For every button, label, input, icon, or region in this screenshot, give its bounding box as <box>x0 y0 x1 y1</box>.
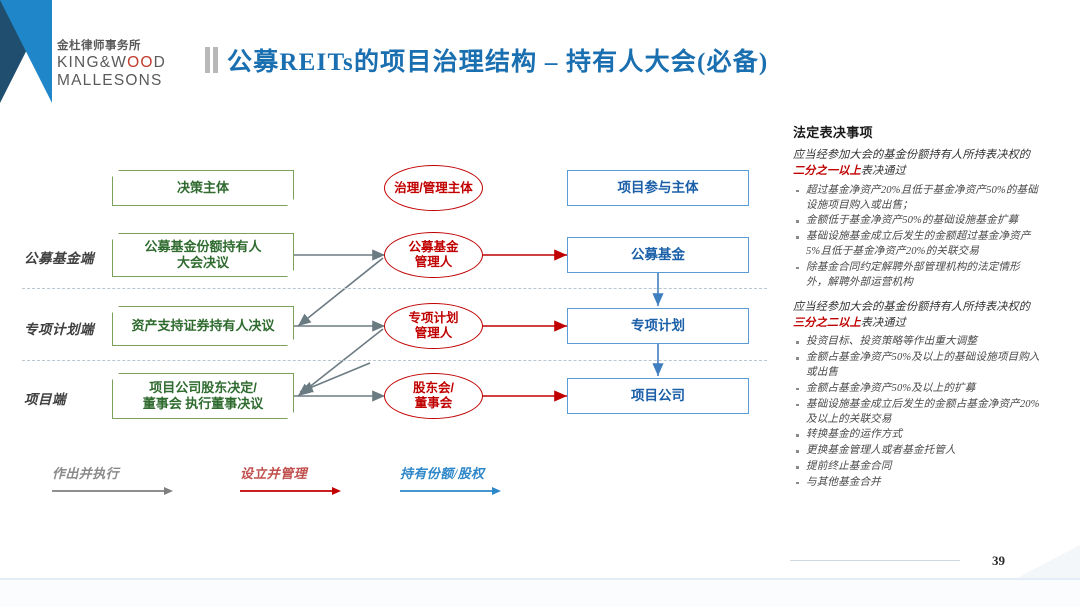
page-number-rule <box>790 560 960 561</box>
green-box-project-shareholders: 项目公司股东决定/ 董事会 执行董事决议 <box>112 373 294 419</box>
legend-label-manage: 设立并管理 <box>240 466 308 481</box>
page-title-group: 公募REITs的项目治理结构 – 持有人大会(必备) <box>205 42 768 78</box>
list-item: 基础设施基金成立后发生的金额超过基金净资产5%且低于基金净资产20%的关联交易 <box>796 230 1040 260</box>
ellipse-fund-manager: 公募基金 管理人 <box>384 232 483 278</box>
legend-arrow-red-icon <box>240 487 341 495</box>
governance-diagram: 公募基金端 专项计划端 项目端 决策主体 治理/管理主体 项目参与主体 公募基金… <box>0 120 790 540</box>
blue-box-special-plan: 专项计划 <box>567 308 749 344</box>
panel-lead-half: 应当经参加大会的基金份额持有人所持表决权的二分之一以上表决通过 <box>793 148 1040 180</box>
footer-divider <box>0 578 1080 580</box>
ellipse-plan-manager-label: 专项计划 管理人 <box>408 311 459 340</box>
list-item: 与其他基金合并 <box>796 476 1040 491</box>
blue-box-public-fund: 公募基金 <box>567 237 749 273</box>
header-decision-subject: 决策主体 <box>112 170 294 206</box>
diagram-legend: 作出并执行 设立并管理 持有份额/股权 <box>0 455 790 515</box>
green-box-abs-holders: 资产支持证券持有人决议 <box>112 306 294 346</box>
list-item: 转换基金的运作方式 <box>796 428 1040 443</box>
ellipse-fund-manager-label: 公募基金 管理人 <box>408 240 459 269</box>
list-item: 提前终止基金合同 <box>796 460 1040 475</box>
green-box-fund-holders: 公募基金份额持有人 大会决议 <box>112 233 294 277</box>
legend-arrow-gray-icon <box>52 487 173 495</box>
lead1-before: 应当经参加大会的基金份额持有人所持表决权的 <box>793 149 1031 161</box>
brand-name-en-line2: MALLESONS <box>57 72 163 90</box>
list-item: 金额占基金净资产50%及以上的扩募 <box>796 382 1040 397</box>
header-governance-label: 治理/管理主体 <box>394 180 473 195</box>
ellipse-plan-manager: 专项计划 管理人 <box>384 303 483 349</box>
title-bars-icon <box>205 47 218 73</box>
list-item: 投资目标、投资策略等作出重大调整 <box>796 335 1040 350</box>
legend-label-hold: 持有份额/股权 <box>400 466 485 481</box>
brand-en-head: KING&W <box>57 53 128 71</box>
legend-label-execute: 作出并执行 <box>52 466 120 481</box>
lead1-highlight: 二分之一以上 <box>793 164 861 177</box>
legend-item-manage: 设立并管理 <box>240 463 342 501</box>
panel-lead-twothirds: 应当经参加大会的基金份额持有人所持表决权的三分之二以上表决通过 <box>793 300 1040 332</box>
blue-box-project-company: 项目公司 <box>567 378 749 414</box>
statutory-voting-panel: 法定表决事项 应当经参加大会的基金份额持有人所持表决权的二分之一以上表决通过 超… <box>793 122 1040 500</box>
footer-band <box>0 580 1080 607</box>
legend-arrow-blue-icon <box>400 487 501 495</box>
lead1-after: 表决通过 <box>860 164 906 177</box>
legend-item-execute: 作出并执行 <box>52 463 174 501</box>
page-title: 公募REITs的项目治理结构 – 持有人大会(必备) <box>227 49 769 76</box>
lead2-after: 表决通过 <box>860 316 906 329</box>
list-item: 基础设施基金成立后发生的金额占基金净资产20%及以上的关联交易 <box>796 398 1040 428</box>
legend-item-hold: 持有份额/股权 <box>400 463 502 501</box>
list-item: 超过基金净资产20%且低于基金净资产50%的基础设施项目购入或出售； <box>796 184 1040 214</box>
ellipse-board: 股东会/ 董事会 <box>384 373 483 419</box>
header-participant-subject: 项目参与主体 <box>567 170 749 206</box>
list-item: 金额占基金净资产50%及以上的基础设施项目购入或出售 <box>796 351 1040 381</box>
triangle-light-icon <box>0 0 52 103</box>
row-label-project: 项目端 <box>24 392 66 407</box>
brand-name-en-line1: KING&WOOD <box>57 54 187 71</box>
brand-en-tail: D <box>153 53 166 71</box>
list-item: 金额低于基金净资产50%的基础设施基金扩募 <box>796 214 1040 229</box>
row-divider-2 <box>22 360 767 361</box>
list-item: 除基金合同约定解聘外部管理机构的法定情形外，解聘外部运营机构 <box>796 261 1040 291</box>
list-item: 更换基金管理人或者基金托管人 <box>796 444 1040 459</box>
brand-logo: 金杜律师事务所 KING&WOOD MALLESONS <box>57 40 187 90</box>
row-label-fund: 公募基金端 <box>24 251 94 266</box>
brand-name-cn: 金杜律师事务所 <box>57 40 141 52</box>
lead2-highlight: 三分之二以上 <box>793 316 861 329</box>
panel-list-half: 超过基金净资产20%且低于基金净资产50%的基础设施项目购入或出售； 金额低于基… <box>793 184 1040 291</box>
brand-o-mark-icon: OO <box>127 53 154 71</box>
ellipse-board-label: 股东会/ 董事会 <box>413 381 454 410</box>
header-governance-subject: 治理/管理主体 <box>384 165 483 211</box>
row-divider-1 <box>22 288 767 289</box>
panel-heading: 法定表决事项 <box>793 125 873 140</box>
brand-corner-mark <box>0 0 52 103</box>
row-label-plan: 专项计划端 <box>24 322 94 337</box>
lead2-before: 应当经参加大会的基金份额持有人所持表决权的 <box>793 300 1031 313</box>
panel-list-twothirds: 投资目标、投资策略等作出重大调整 金额占基金净资产50%及以上的基础设施项目购入… <box>793 335 1040 490</box>
